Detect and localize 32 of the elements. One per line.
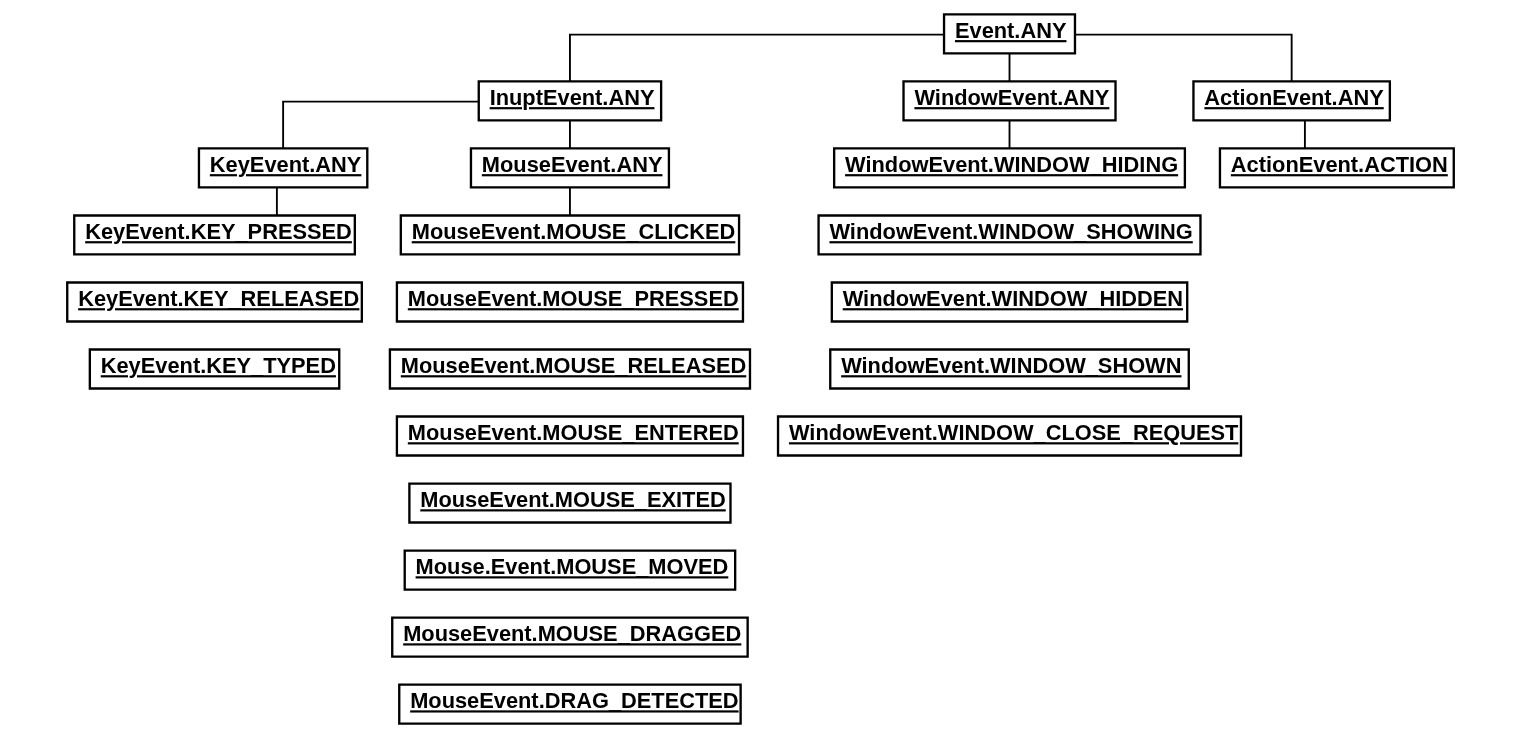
node-box: MouseEvent.MOUSE_EXITED [407,482,732,524]
node-box: WindowEvent.WINDOW_CLOSE_REQUEST [776,415,1242,457]
connector [568,119,571,149]
node-box: Mouse.Event.MOUSE_MOVED [403,549,736,591]
node-box: MouseEvent.ANY [469,147,670,189]
connector [1008,52,1010,82]
node-box: InuptEvent.ANY [477,80,662,122]
connector [568,33,945,83]
node-box: MouseEvent.MOUSE_PRESSED [395,281,744,323]
node-box: KeyEvent.KEY_PRESSED [72,214,356,256]
node-box: KeyEvent.KEY_RELEASED [65,281,363,323]
node-box: MouseEvent.DRAG_DETECTED [397,683,742,725]
node-box: KeyEvent.ANY [197,147,368,189]
connector [1008,119,1010,149]
node-box: MouseEvent.MOUSE_CLICKED [399,214,740,256]
connector [1303,119,1306,149]
connector [1074,33,1293,83]
node-box: WindowEvent.WINDOW_SHOWING [816,214,1202,256]
node-box: ActionEvent.ACTION [1218,147,1455,189]
node-box: ActionEvent.ANY [1191,80,1391,122]
node-box: MouseEvent.MOUSE_ENTERED [395,415,744,457]
node-box: WindowEvent.WINDOW_HIDING [832,147,1186,189]
node-box: WindowEvent.ANY [901,80,1117,122]
connector [568,186,571,217]
connector [275,186,278,217]
node-box: MouseEvent.MOUSE_DRAGGED [390,616,749,658]
node-box: Event.ANY [942,13,1076,55]
node-box: KeyEvent.KEY_TYPED [88,348,340,390]
node-box: WindowEvent.WINDOW_SHOWN [828,348,1190,390]
connector [281,100,479,150]
node-box: WindowEvent.WINDOW_HIDDEN [830,281,1188,323]
node-box: MouseEvent.MOUSE_RELEASED [388,348,751,390]
